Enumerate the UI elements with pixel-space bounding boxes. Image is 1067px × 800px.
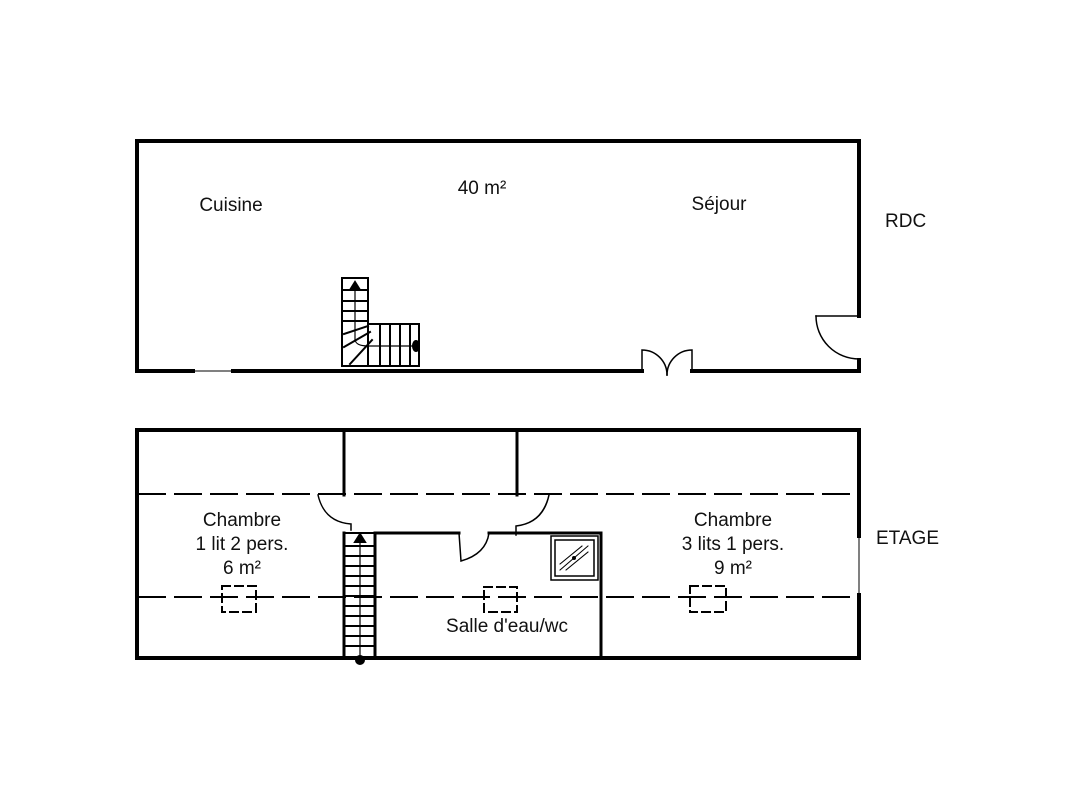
bedroom-right-label: Chambre 3 lits 1 pers. 9 m²	[682, 509, 784, 581]
bedroom-left-beds: 1 lit 2 pers.	[195, 534, 289, 555]
ground-floor-staircase	[341, 277, 420, 367]
upper-floor-level-label: ETAGE	[876, 528, 939, 549]
bedroom-right-name: Chambre	[693, 510, 773, 531]
bedroom-left-area: 6 m²	[223, 558, 261, 579]
living-room-label: Séjour	[691, 194, 747, 215]
bathroom-label: Salle d'eau/wc	[446, 616, 568, 637]
bedroom-left-label: Chambre 1 lit 2 pers. 6 m²	[196, 509, 289, 581]
bedroom-right-area: 9 m²	[714, 558, 752, 579]
upper-floor-walls	[135, 428, 861, 660]
ground-floor-plan	[135, 139, 861, 376]
upper-floor-staircase	[343, 532, 376, 665]
kitchen-label: Cuisine	[199, 195, 263, 216]
ground-floor-level-label: RDC	[885, 211, 927, 232]
ground-floor-area: 40 m²	[457, 178, 507, 199]
shower-tray	[550, 535, 599, 581]
ground-floor-walls	[135, 139, 861, 373]
bedroom-right-beds: 3 lits 1 pers.	[681, 534, 785, 555]
bedroom-left-name: Chambre	[202, 510, 282, 531]
skylights	[221, 585, 727, 613]
skylight-left	[221, 585, 257, 613]
skylight-right	[689, 585, 727, 613]
skylight-middle	[483, 586, 518, 613]
entrance-double-door	[641, 349, 693, 376]
landing-doors	[317, 494, 550, 562]
upper-floor-plan	[135, 428, 861, 665]
roof-slope-lines	[138, 493, 858, 598]
side-door	[815, 315, 860, 360]
